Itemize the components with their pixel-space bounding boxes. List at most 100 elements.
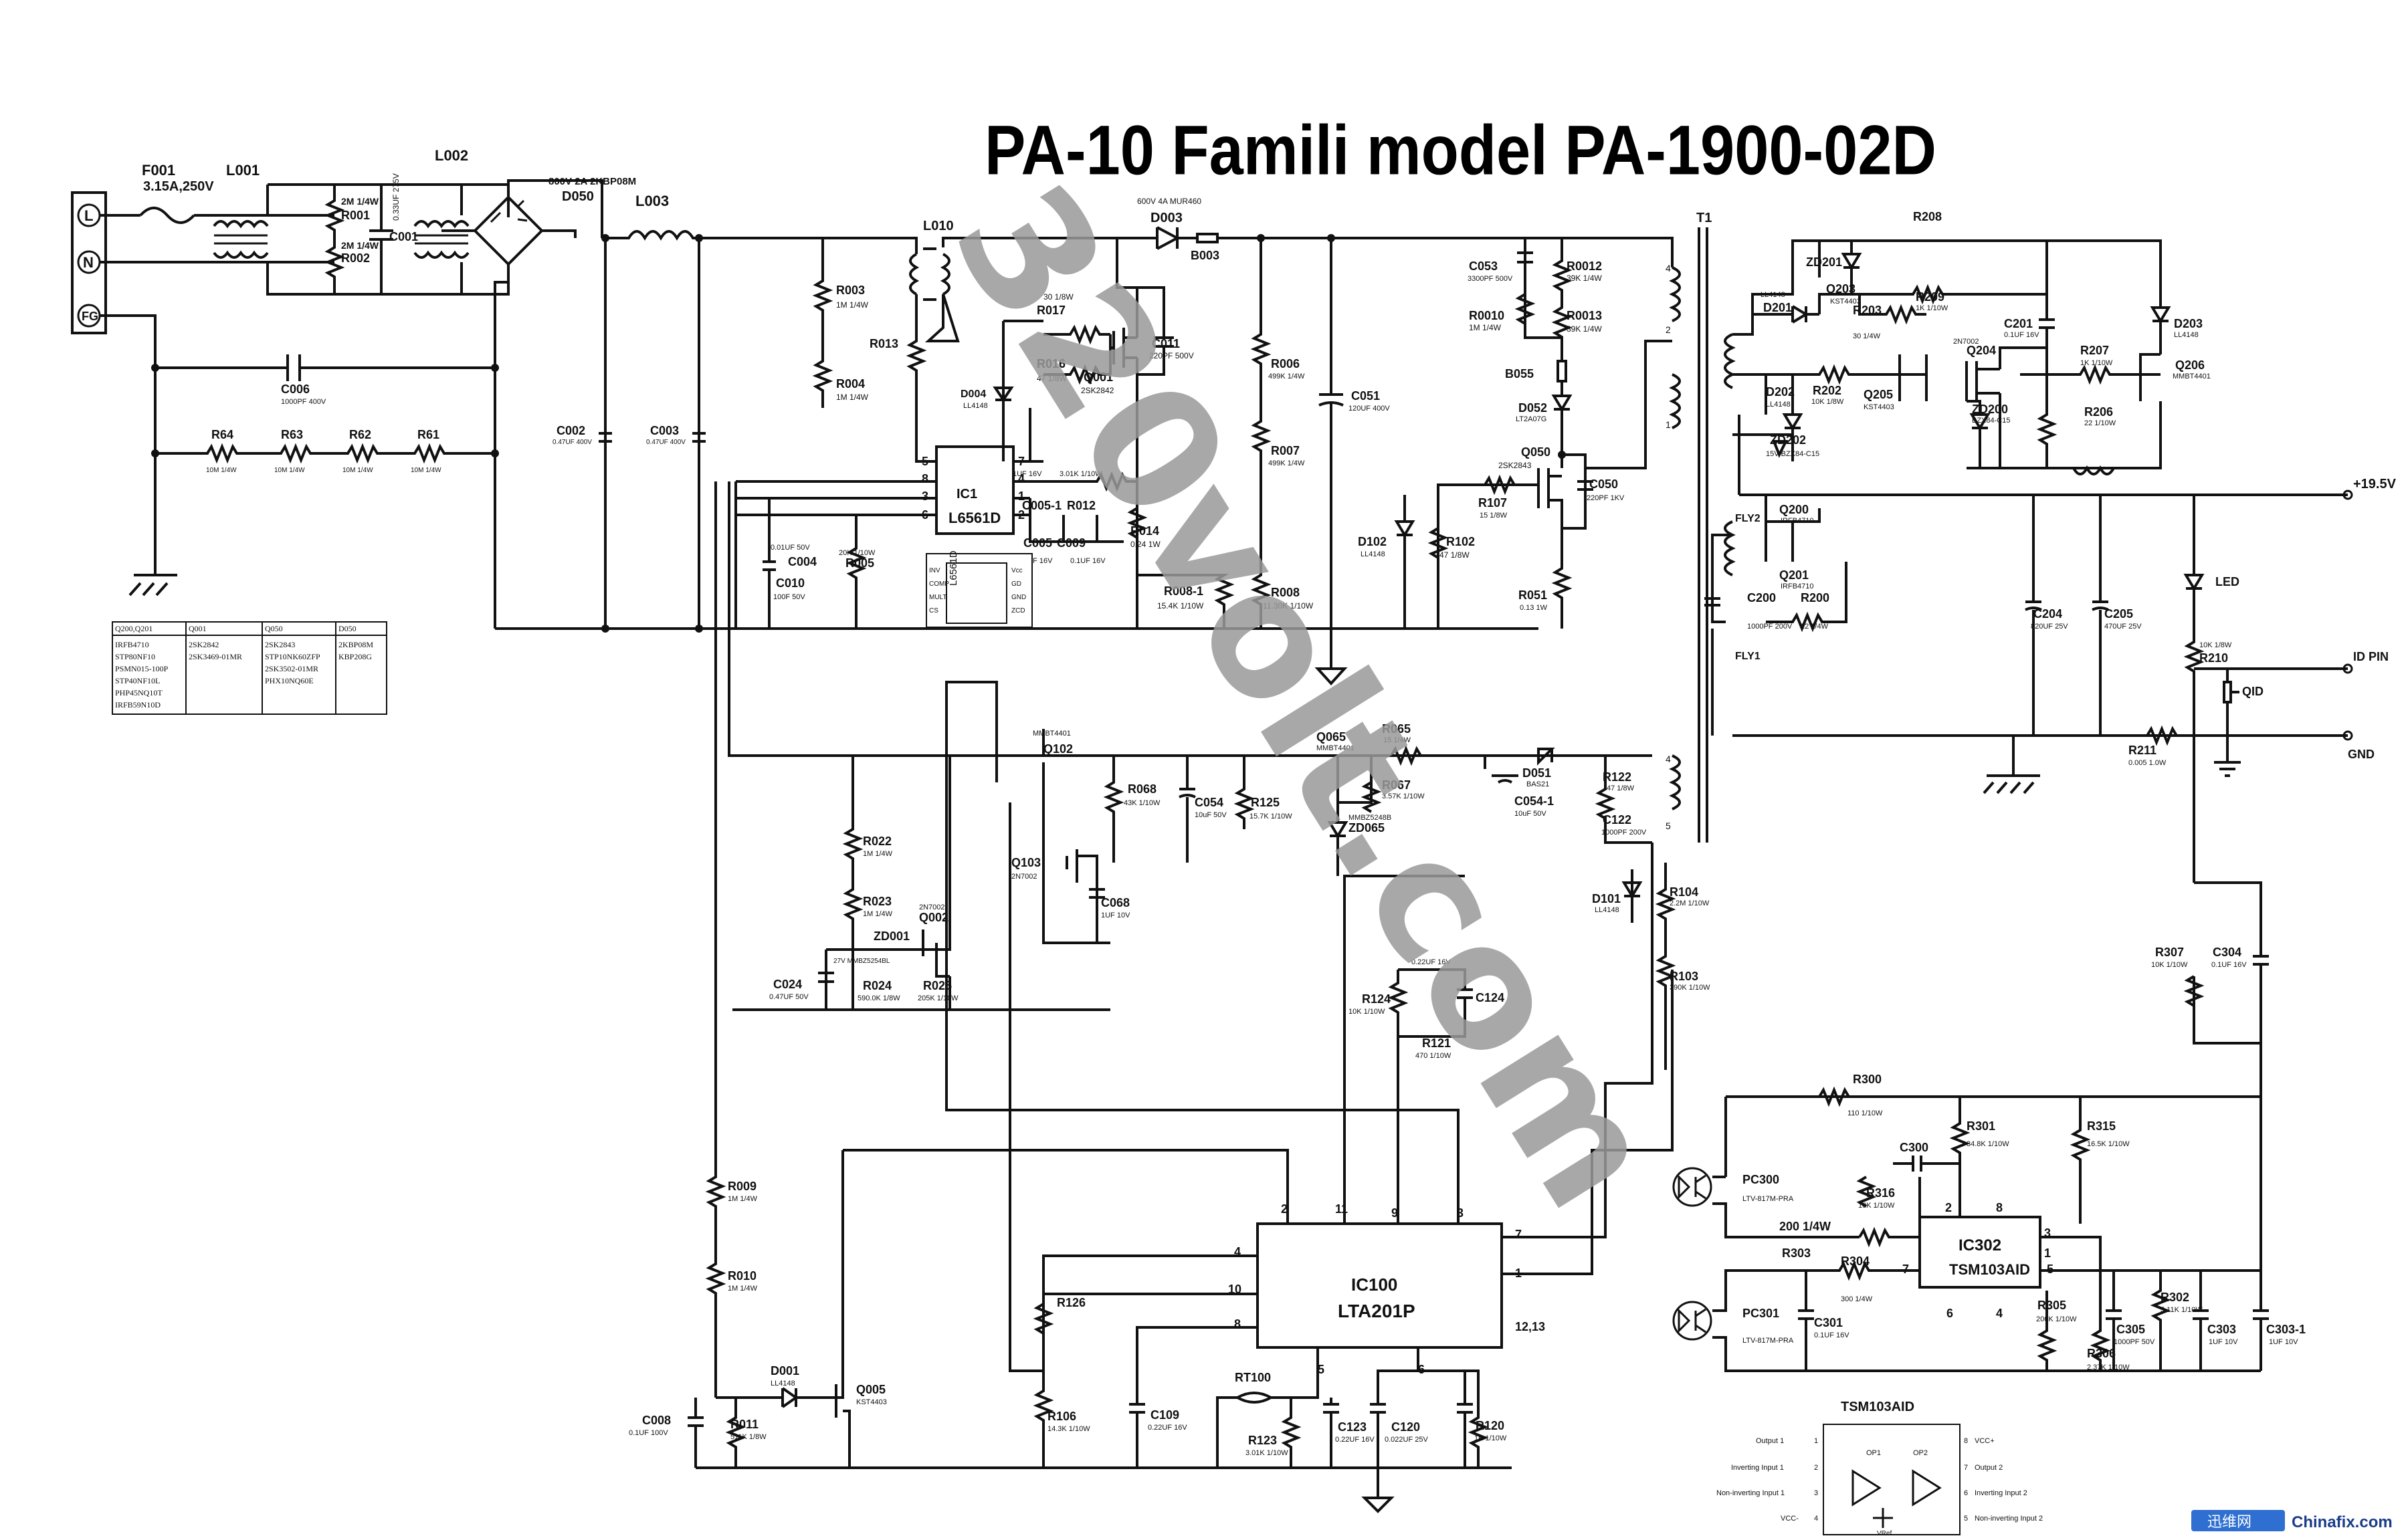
svg-text:LL4148: LL4148 [963,402,988,410]
svg-text:590.0K 1/8W: 590.0K 1/8W [858,994,900,1002]
svg-text:0.01UF 50V: 0.01UF 50V [771,544,810,552]
parts-table-cell: 2SK3469-01MR [189,652,242,661]
svg-text:R004: R004 [836,377,865,391]
svg-text:7: 7 [1964,1464,1968,1472]
svg-text:C009: C009 [1057,536,1086,550]
parts-table-cell: PHX10NQ60E [265,676,314,685]
svg-text:C024: C024 [773,978,802,991]
svg-text:9: 9 [1391,1206,1398,1220]
svg-text:10K 1/8W: 10K 1/8W [2199,641,2232,649]
svg-text:R0013: R0013 [1567,309,1602,322]
svg-text:CS: CS [929,607,938,615]
svg-text:220PF 1KV: 220PF 1KV [1587,494,1625,502]
svg-text:MULT: MULT [929,594,946,601]
svg-text:27V MMBZ5254BL: 27V MMBZ5254BL [833,958,890,965]
resistor-r002 [324,241,345,294]
svg-text:Q204: Q204 [1967,344,1996,357]
svg-text:1000PF 400V: 1000PF 400V [281,398,326,406]
svg-text:C301: C301 [1814,1316,1843,1329]
svg-text:1UF 10V: 1UF 10V [2269,1338,2298,1346]
svg-text:R63: R63 [281,428,303,441]
site-url: Chinafix.com [2292,1513,2393,1531]
svg-text:2N7002: 2N7002 [1953,338,1979,346]
parts-table-cell: IRFB4710 [115,640,149,649]
primary-flyback: C053 3300PF 500V R0012 39K 1/4W R0010 1M… [1331,211,1736,843]
svg-text:6: 6 [1946,1307,1953,1320]
svg-text:43K 1/10W: 43K 1/10W [1124,799,1161,807]
svg-text:39K 1/4W: 39K 1/4W [1567,324,1602,334]
svg-text:47 1/8W: 47 1/8W [1037,374,1067,383]
svg-text:1000PF 200V: 1000PF 200V [1747,623,1793,631]
svg-text:IC1: IC1 [957,487,977,502]
svg-text:L001: L001 [226,162,260,179]
svg-text:LL4148: LL4148 [1595,906,1619,914]
svg-text:B003: B003 [1191,249,1219,262]
svg-text:C205: C205 [2104,607,2133,621]
svg-text:C300: C300 [1900,1141,1928,1154]
diode-d003 [1137,226,1331,250]
svg-text:Output 2: Output 2 [1975,1464,2003,1472]
page-title: PA-10 Famili model PA-1900-02D [985,111,1936,189]
svg-text:C303: C303 [2207,1323,2236,1336]
svg-text:3: 3 [1814,1489,1818,1497]
svg-text:16.5K 1/10W: 16.5K 1/10W [2087,1140,2130,1148]
svg-text:15.7K 1/10W: 15.7K 1/10W [1249,812,1292,820]
svg-text:D003: D003 [1150,211,1183,225]
pfc-section: C002 0.47UF 400V C003 0.47UF 400V L010 6… [495,197,1538,685]
svg-text:8: 8 [1234,1317,1241,1331]
svg-text:R005: R005 [845,556,874,570]
svg-text:R203: R203 [1853,304,1882,317]
svg-text:IRFB4710: IRFB4710 [1781,517,1814,525]
svg-text:15 1/8W: 15 1/8W [1480,512,1508,520]
svg-text:C008: C008 [642,1414,671,1427]
feedback-section: R307 10K 1/10W C304 0.1UF 16V R300 110 1… [1672,881,2306,1536]
svg-text:1UF 16V: 1UF 16V [1013,470,1042,478]
svg-text:ID PIN: ID PIN [2353,650,2389,663]
svg-text:+19.5V: +19.5V [2353,477,2397,491]
svg-text:C109: C109 [1150,1408,1179,1422]
svg-text:Inverting Input 2: Inverting Input 2 [1975,1489,2027,1497]
svg-text:R013: R013 [870,337,898,350]
svg-text:1M 1/4W: 1M 1/4W [863,910,893,918]
svg-text:R003: R003 [836,284,865,297]
svg-text:IRFB4710: IRFB4710 [1781,582,1814,590]
svg-text:820UF 25V: 820UF 25V [2031,623,2068,631]
svg-text:Q050: Q050 [1521,445,1550,459]
svg-text:R120: R120 [1476,1419,1504,1432]
svg-text:R64: R64 [211,428,233,441]
svg-text:R206: R206 [2084,405,2113,419]
svg-text:MMBT4401: MMBT4401 [2173,372,2211,380]
svg-text:10M 1/4W: 10M 1/4W [274,467,305,474]
svg-text:C120: C120 [1391,1420,1420,1434]
inductor-l010 [909,253,920,296]
svg-text:R051: R051 [1518,588,1547,602]
svg-text:R302: R302 [2161,1291,2189,1304]
diode-d004 [993,374,1014,415]
svg-text:迅维网: 迅维网 [2207,1514,2251,1531]
svg-text:D101: D101 [1592,892,1621,905]
choke-l002 [413,220,470,259]
svg-text:1: 1 [2044,1246,2051,1260]
svg-text:Non-inverting Input 1: Non-inverting Input 1 [1716,1489,1785,1497]
svg-text:3: 3 [1457,1206,1464,1220]
resistors-r016-r017 [1043,324,1110,385]
parts-table-cell: PHP45NQ10T [115,688,163,697]
svg-text:D052: D052 [1518,401,1547,415]
svg-text:0.1UF 16V: 0.1UF 16V [2211,961,2247,969]
svg-text:2N7002: 2N7002 [919,903,945,911]
parts-table-cell: 2SK2843 [265,640,295,649]
svg-text:KST4403: KST4403 [1864,403,1894,411]
svg-text:INV: INV [929,567,940,574]
svg-text:0.1UF 100V: 0.1UF 100V [629,1429,668,1437]
svg-text:470UF 25V: 470UF 25V [2104,623,2142,631]
svg-text:4: 4 [1234,1245,1241,1258]
svg-text:2.37K 1/10W: 2.37K 1/10W [2087,1363,2130,1372]
svg-text:GND: GND [1011,594,1026,601]
svg-text:C122: C122 [1603,813,1631,827]
svg-text:R200: R200 [1801,591,1829,605]
svg-text:8: 8 [922,472,928,485]
svg-text:4: 4 [1018,472,1025,485]
svg-text:R300: R300 [1853,1073,1882,1086]
parts-table-cell: PSMN015-100P [115,664,169,673]
